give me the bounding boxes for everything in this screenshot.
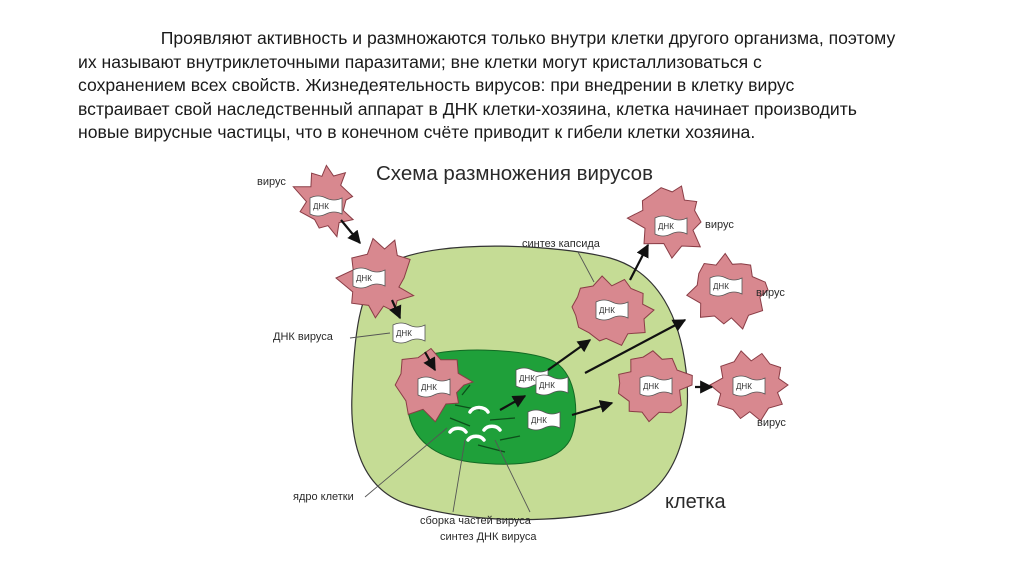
svg-text:ДНК: ДНК — [736, 382, 752, 391]
svg-text:ДНК: ДНК — [531, 416, 547, 425]
svg-text:ДНК: ДНК — [713, 282, 729, 291]
label-capsid-synthesis: синтез капсида — [522, 238, 601, 250]
svg-text:ДНК: ДНК — [396, 329, 412, 338]
label-dna-synthesis: синтез ДНК вируса — [440, 531, 537, 543]
label-virus: вирус — [257, 176, 286, 188]
svg-text:ДНК: ДНК — [313, 202, 329, 211]
svg-text:ДНК: ДНК — [599, 306, 615, 315]
diagram-title: Схема размножения вирусов — [376, 162, 653, 185]
label-virus-dna: ДНК вируса — [273, 331, 334, 343]
svg-text:ДНК: ДНК — [658, 222, 674, 231]
label-cell: клетка — [665, 491, 726, 513]
label-virus: вирус — [705, 219, 734, 231]
svg-text:ДНК: ДНК — [356, 274, 372, 283]
label-nucleus: ядро клетки — [293, 491, 354, 503]
svg-text:ДНК: ДНК — [643, 382, 659, 391]
svg-text:ДНК: ДНК — [519, 374, 535, 383]
label-virus: вирус — [757, 417, 786, 429]
svg-text:ДНК: ДНК — [539, 381, 555, 390]
svg-text:ДНК: ДНК — [421, 383, 437, 392]
label-assembly: сборка частей вируса — [420, 515, 532, 527]
label-virus: вирус — [756, 287, 785, 299]
